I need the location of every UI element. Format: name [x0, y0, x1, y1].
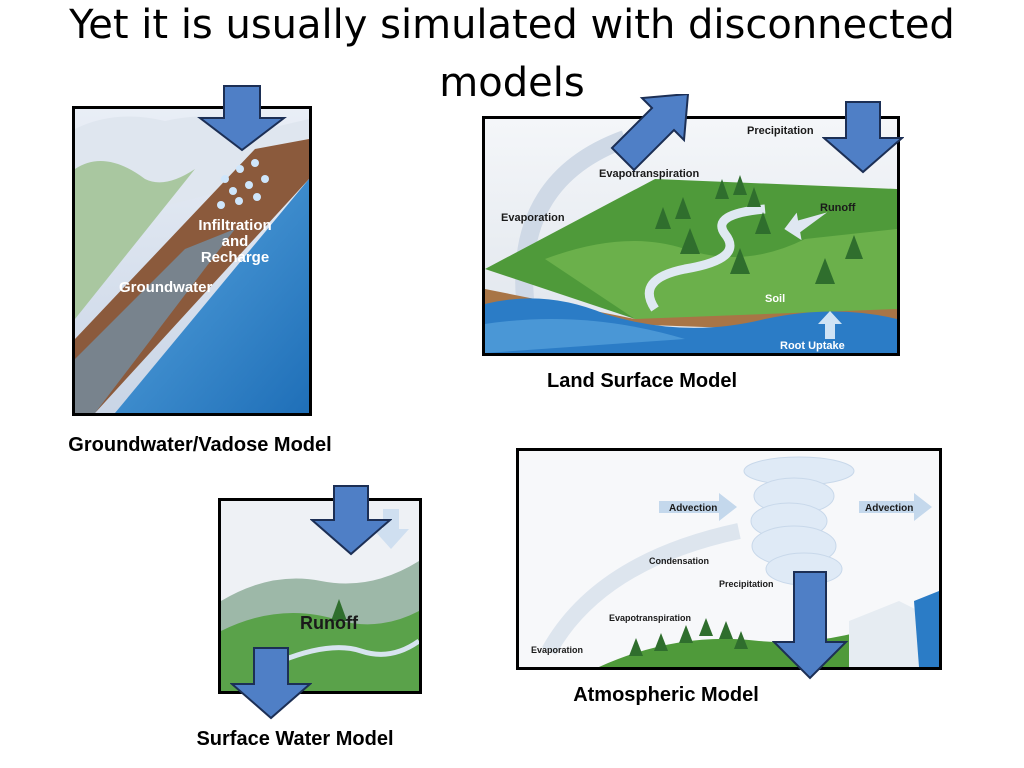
land-precipitation-label: Precipitation [747, 125, 814, 137]
trees [629, 618, 748, 656]
groundwater-caption: Groundwater/Vadose Model [68, 434, 332, 456]
groundwater-label: Groundwater [119, 279, 213, 296]
atmo-evaporation-label: Evaporation [531, 645, 583, 655]
land-evaporation-label: Evaporation [501, 212, 565, 224]
land-soil-label: Soil [765, 293, 785, 305]
land-precipitation-down-arrow [822, 101, 904, 174]
advection-left-label: Advection [669, 503, 717, 514]
land-evapotranspiration-up-arrow [610, 94, 690, 172]
land-surface-caption: Land Surface Model [546, 370, 738, 392]
surface-runoff-label: Runoff [300, 613, 359, 633]
root-uptake-arrow [818, 311, 842, 339]
condensation-label: Condensation [649, 556, 709, 566]
atmospheric-illustration: Advection Advection Condensation Precipi… [519, 451, 939, 667]
atmospheric-caption: Atmospheric Model [573, 684, 759, 706]
atmo-precipitation-label: Precipitation [719, 579, 774, 589]
advection-right-label: Advection [865, 503, 913, 514]
atmospheric-panel: Advection Advection Condensation Precipi… [516, 448, 942, 670]
land-runoff-label: Runoff [820, 202, 856, 214]
infiltration-label-3: Recharge [201, 249, 269, 266]
land-evapotranspiration-label: Evapotranspiration [599, 168, 700, 180]
surface-water-out-arrow [230, 647, 312, 720]
atmo-evapotranspiration-label: Evapotranspiration [609, 613, 691, 623]
infiltration-label-2: and [222, 233, 249, 250]
groundwater-illustration: Infiltration and Recharge Groundwater [75, 109, 309, 413]
infiltration-label-1: Infiltration [198, 217, 271, 234]
land-surface-illustration: Precipitation Evapotranspiration Evapora… [485, 119, 897, 353]
land-root-uptake-label: Root Uptake [780, 340, 845, 352]
surface-water-in-arrow [310, 485, 392, 556]
atmospheric-precipitation-down-arrow [772, 571, 848, 680]
surface-water-caption: Surface Water Model [196, 728, 394, 750]
trees [655, 175, 863, 284]
slide-title: Yet it is usually simulated with disconn… [69, 2, 955, 106]
groundwater-down-arrow [197, 85, 287, 152]
groundwater-panel: Infiltration and Recharge Groundwater [72, 106, 312, 416]
raindrops [217, 159, 269, 209]
land-surface-panel: Precipitation Evapotranspiration Evapora… [482, 116, 900, 356]
